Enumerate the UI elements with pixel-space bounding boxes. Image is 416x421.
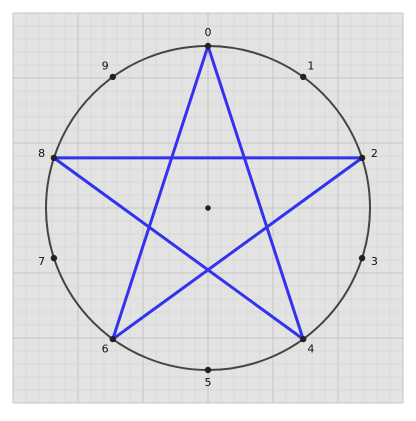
center-point [205, 205, 211, 211]
point-2 [358, 154, 366, 162]
point-label-1: 1 [307, 59, 314, 72]
point-6 [109, 335, 117, 343]
point-label-5: 5 [205, 376, 212, 389]
point-0 [204, 42, 212, 50]
star-edge-0-4 [206, 44, 305, 341]
point-5 [204, 366, 212, 374]
point-8 [50, 154, 58, 162]
point-label-4: 4 [307, 343, 314, 356]
point-label-9: 9 [102, 59, 109, 72]
point-label-8: 8 [38, 147, 45, 160]
star-edge-6-0 [111, 44, 210, 341]
point-7 [50, 254, 58, 262]
star-edge-4-8 [52, 156, 305, 341]
point-labels: 0 1 2 3 4 5 6 7 8 9 [38, 26, 378, 389]
pentagram [52, 44, 364, 341]
grid [12, 12, 404, 404]
point-label-6: 6 [102, 343, 109, 356]
point-1 [300, 73, 307, 81]
point-label-0: 0 [205, 26, 212, 39]
circle-points [50, 42, 366, 374]
point-9 [109, 73, 117, 81]
point-4 [300, 335, 307, 343]
point-label-7: 7 [38, 255, 45, 268]
point-label-3: 3 [371, 255, 378, 268]
star-edge-2-6 [111, 156, 364, 341]
point-3 [358, 254, 366, 262]
point-label-2: 2 [371, 147, 378, 160]
